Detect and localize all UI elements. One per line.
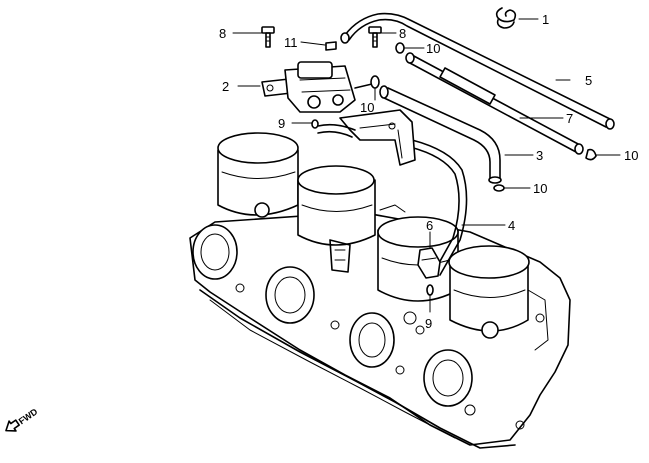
carburetor-1 <box>192 132 299 280</box>
callout-10-b: 10 <box>360 100 374 115</box>
clip-10-b <box>370 75 380 89</box>
clip-9-upper <box>311 119 319 129</box>
callout-6: 6 <box>426 218 433 233</box>
callout-labels: 1 2 3 4 5 6 7 8 8 9 9 10 10 10 10 11 <box>219 12 638 331</box>
callout-9-lower: 9 <box>425 316 432 331</box>
callout-10-a: 10 <box>426 41 440 56</box>
clip-10-c <box>585 148 597 161</box>
callout-11: 11 <box>284 35 298 50</box>
callout-7: 7 <box>566 111 573 126</box>
callout-8-left: 8 <box>219 26 226 41</box>
clip-9-lower <box>426 284 434 296</box>
callout-1: 1 <box>542 12 549 27</box>
hose-4 <box>409 139 468 276</box>
hose-3 <box>379 85 502 184</box>
screw-8-right <box>368 26 382 48</box>
callout-10-c: 10 <box>624 148 638 163</box>
callout-9-upper: 9 <box>278 116 285 131</box>
leader-lines <box>232 18 621 313</box>
hose-9-upper <box>317 123 356 138</box>
callout-2: 2 <box>222 79 229 94</box>
screw-8-left <box>261 26 275 48</box>
forward-direction-indicator: FWD <box>5 406 40 432</box>
clip-10-d <box>493 184 505 192</box>
carburetor-2 <box>265 165 376 324</box>
callout-4: 4 <box>508 218 515 233</box>
carburetor-4 <box>423 245 549 407</box>
carburetor-assembly <box>189 132 571 449</box>
callout-3: 3 <box>536 148 543 163</box>
mounting-bracket <box>339 109 416 166</box>
callout-8-right: 8 <box>399 26 406 41</box>
callout-10-d: 10 <box>533 181 547 196</box>
clip-11 <box>325 41 337 51</box>
hose-7 <box>405 52 584 155</box>
callout-5: 5 <box>585 73 592 88</box>
hose-5 <box>340 12 615 130</box>
forward-label: FWD <box>17 406 40 426</box>
clip-1 <box>495 7 517 29</box>
clip-10-a <box>395 42 405 54</box>
joint-6 <box>417 247 441 279</box>
forward-arrow-icon <box>5 419 20 432</box>
fitting-2 <box>261 61 373 113</box>
